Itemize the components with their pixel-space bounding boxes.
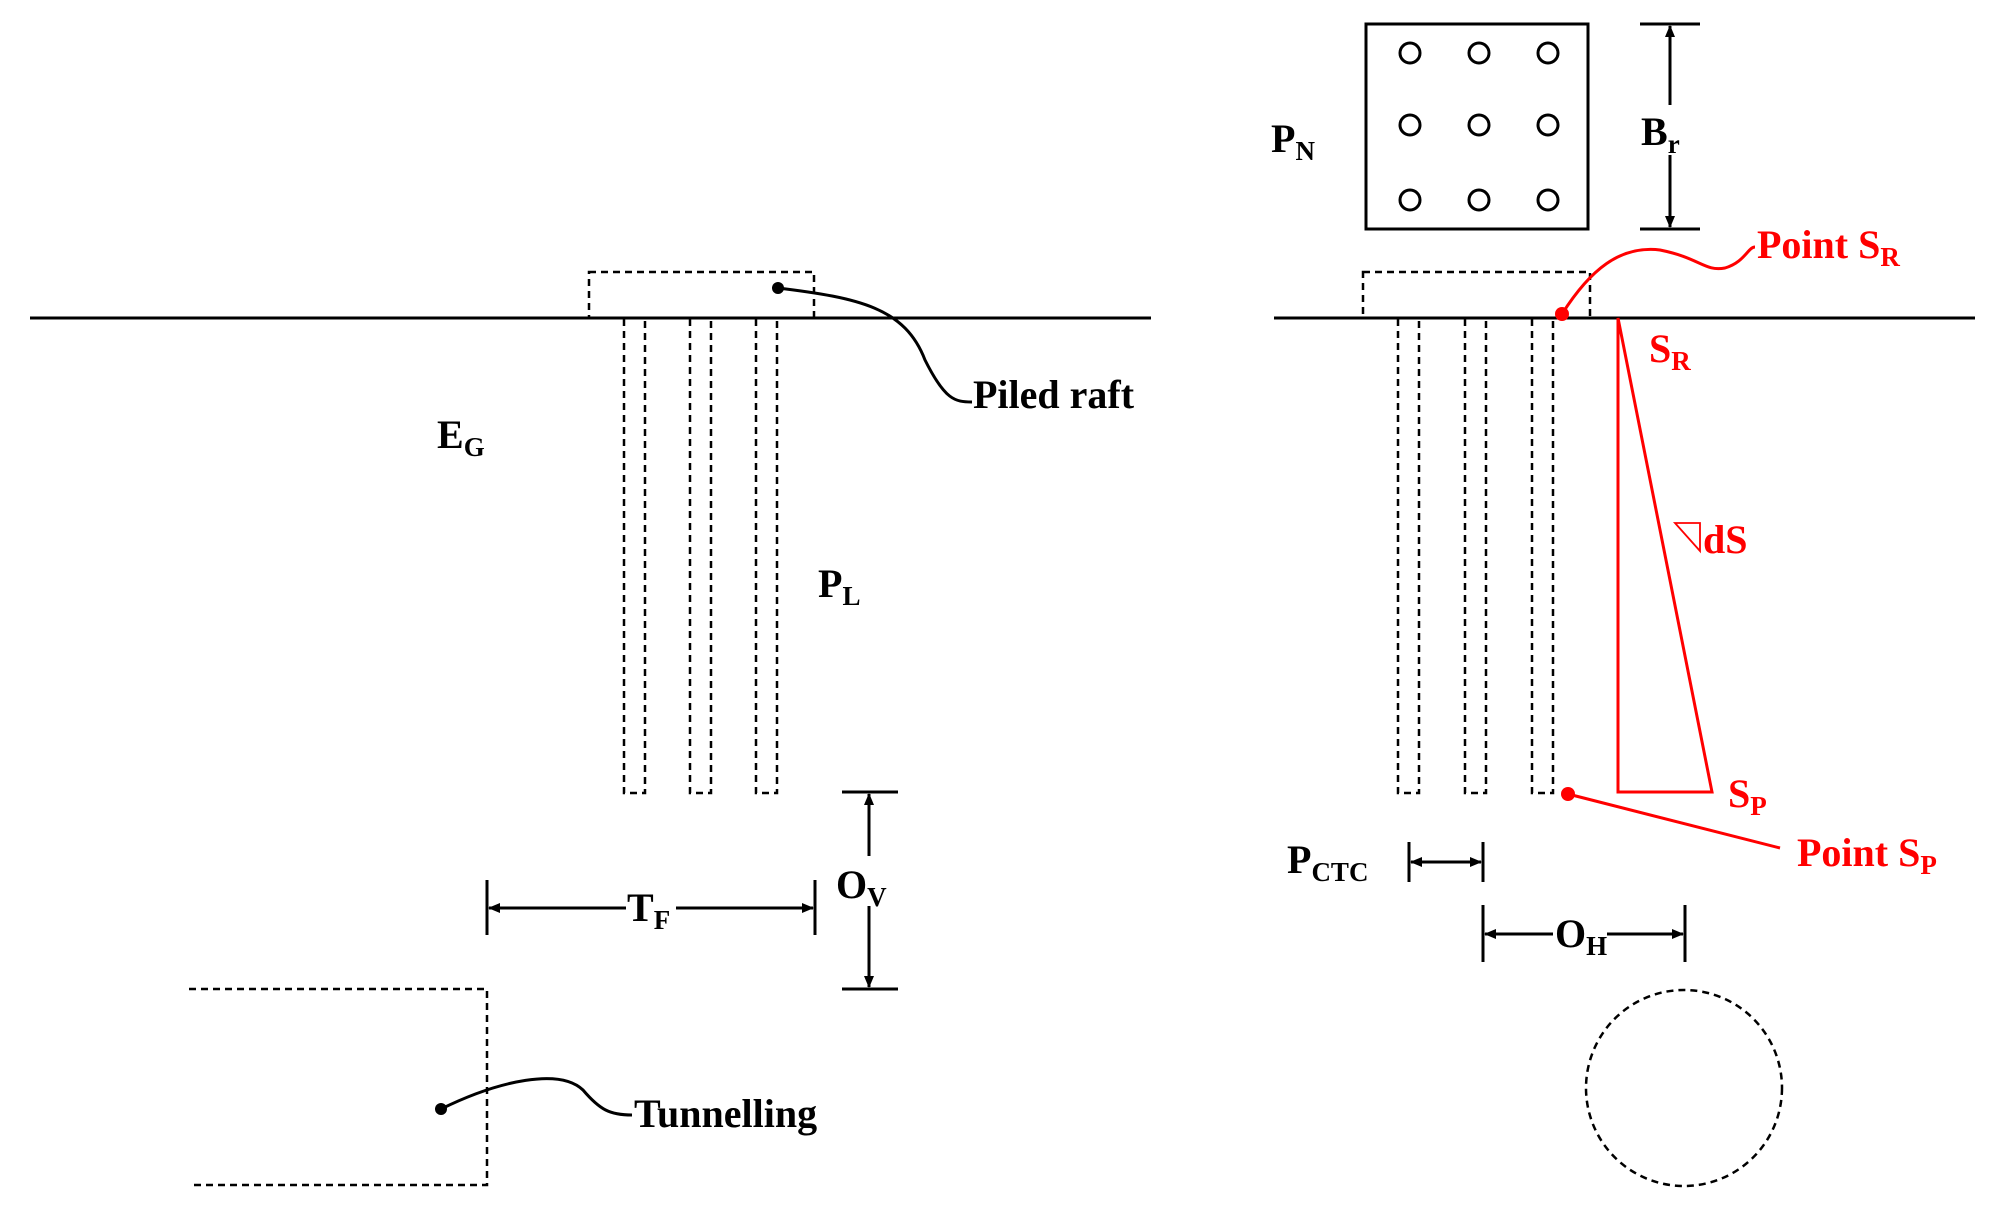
point-sp-label: Point SP [1797, 830, 1937, 880]
pile-plan-circle [1536, 113, 1560, 137]
pile [622, 316, 647, 795]
pile-plan-circle [1536, 41, 1560, 65]
piles-right [1396, 316, 1555, 795]
pile-plan-circle [1398, 41, 1422, 65]
piled-raft-label: Piled raft [973, 372, 1135, 417]
pctc-label: PCTC [1287, 837, 1368, 887]
pile [1396, 316, 1421, 795]
pile [754, 316, 779, 795]
tf-label: TF [627, 885, 670, 935]
pile-plan-circle [1398, 188, 1422, 212]
eg-label: EG [437, 412, 485, 462]
ds-label: dS [1703, 517, 1748, 562]
pile-plan-circle [1398, 113, 1422, 137]
pile-plan-grid [1398, 41, 1560, 212]
oh-label: OH [1555, 911, 1607, 961]
nabla-icon [1672, 522, 1701, 554]
sr-label: SR [1649, 326, 1691, 376]
piles-left [622, 316, 779, 795]
pile-plan-circle [1536, 188, 1560, 212]
tunnelling-label: Tunnelling [634, 1091, 817, 1136]
raft-plan-view [1364, 22, 1590, 231]
differential-settlement-triangle [1616, 317, 1714, 794]
pile-plan-circle [1467, 113, 1491, 137]
point-sp-leader [1567, 792, 1781, 850]
tunnel-cross-section [1584, 988, 1784, 1188]
pile-plan-circle [1467, 41, 1491, 65]
tunnel-outline [189, 987, 489, 1187]
ov-label: OV [836, 862, 887, 912]
point-sr-label: Point SR [1757, 222, 1900, 272]
sp-label: SP [1728, 771, 1767, 821]
pn-label: PN [1271, 116, 1315, 166]
pile [688, 316, 713, 795]
pl-label: PL [818, 561, 860, 611]
piled-raft-leader [777, 286, 973, 404]
pile-plan-circle [1467, 188, 1491, 212]
pile [1463, 316, 1488, 795]
pile [1530, 316, 1555, 795]
point-sr-leader [1560, 245, 1756, 315]
raft-outline-right [1361, 270, 1592, 320]
tunnelling-leader [440, 1077, 633, 1117]
br-label: Br [1641, 109, 1680, 159]
raft-outline-left [587, 270, 816, 320]
